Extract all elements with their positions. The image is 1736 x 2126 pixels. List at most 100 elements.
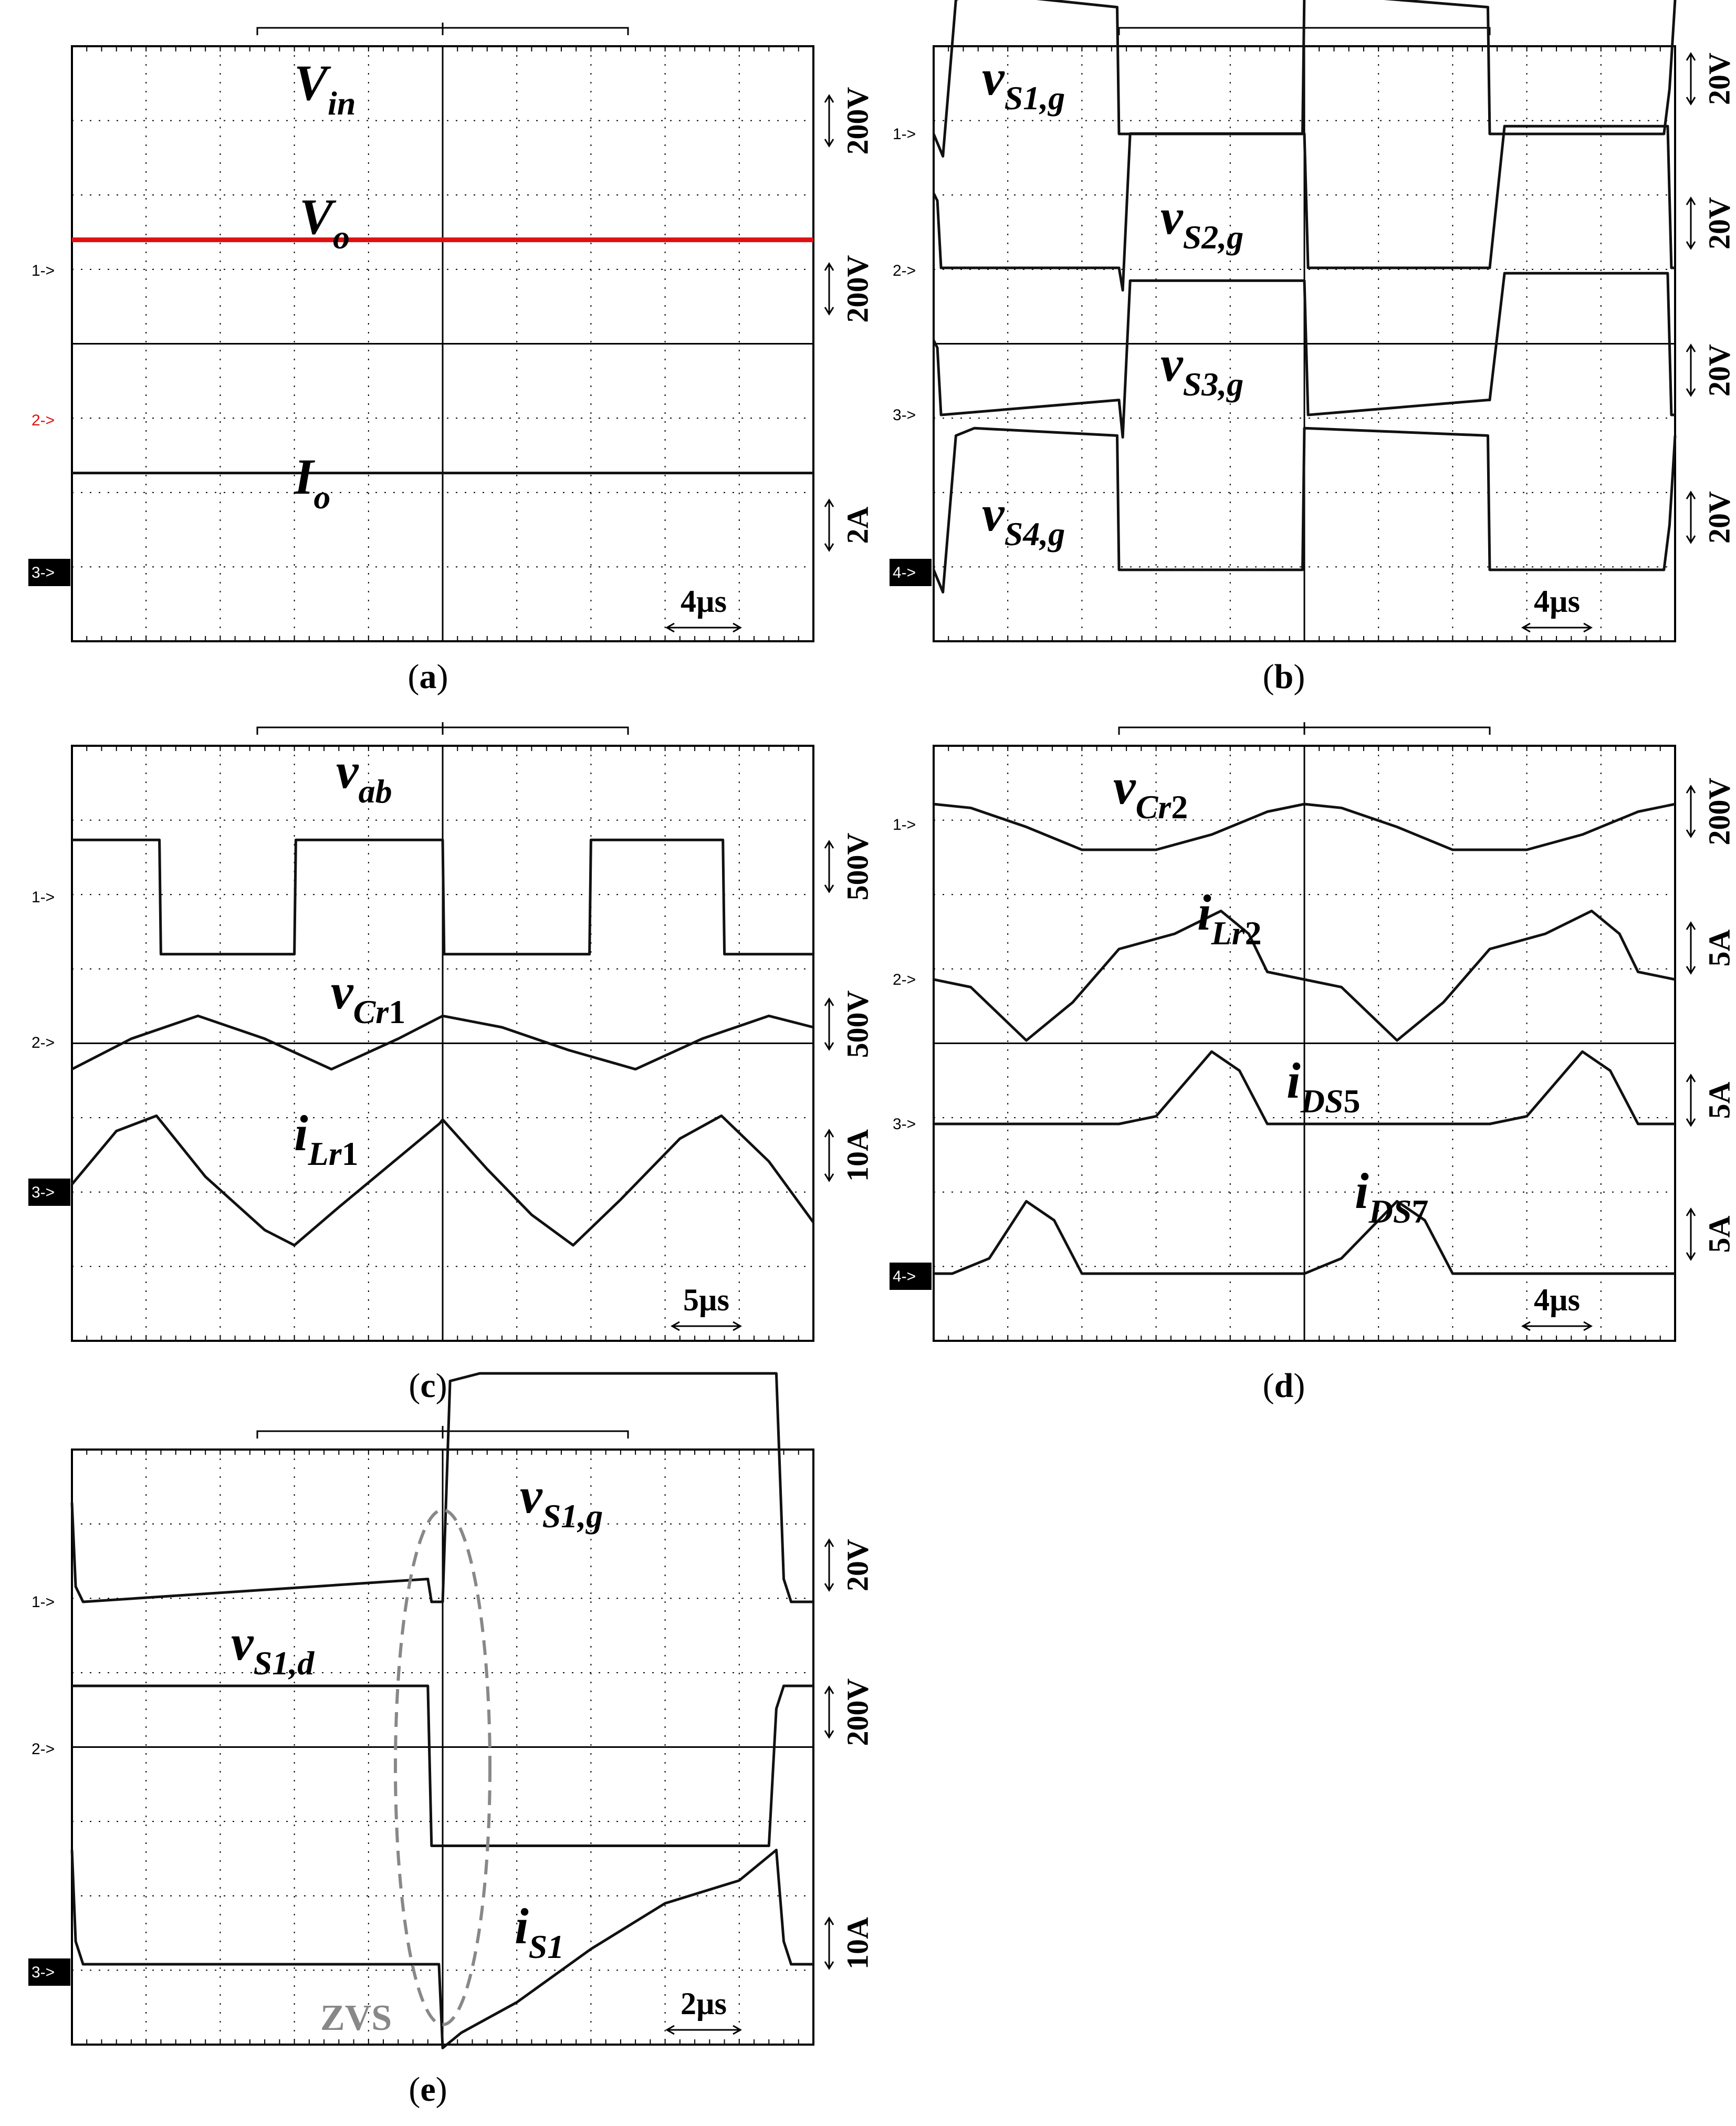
trace-label-suffix: 2 <box>1245 914 1262 952</box>
trace-label-suffix: 5 <box>1343 1082 1360 1120</box>
trace-label-main: v <box>982 485 1005 541</box>
channel-marker: 1-> <box>32 1593 55 1611</box>
channel-marker: 2-> <box>893 971 916 988</box>
channel-marker: 3-> <box>32 564 55 581</box>
trace-label: vS2,g <box>1160 189 1243 256</box>
trace-label-main: v <box>331 963 354 1019</box>
scale-label: 5A <box>1702 929 1736 966</box>
scale-arrow-heads <box>1686 1074 1696 1127</box>
caption-close-paren: ) <box>437 658 448 696</box>
scale-label: 20V <box>1702 344 1736 397</box>
time-scale-label: 2µs <box>681 1986 727 2021</box>
channel-marker: 3-> <box>32 1964 55 1981</box>
caption-letter: e <box>420 2070 435 2109</box>
caption-letter: c <box>420 1367 435 1405</box>
trace-label: iDS7 <box>1355 1163 1428 1230</box>
trace-vs4g <box>932 426 1677 594</box>
trace-ilr1 <box>71 1114 815 1247</box>
scale-arrow-heads <box>824 1685 834 1739</box>
trace-label-sub: o <box>313 478 330 516</box>
ground-marker-box <box>890 1263 932 1290</box>
scale-arrow-heads <box>824 840 834 893</box>
scale-label: 10A <box>840 1917 874 1969</box>
time-scale-arrow-heads <box>665 2025 742 2035</box>
trace-label-main: v <box>1160 189 1184 245</box>
scale-arrow-heads <box>824 1916 834 1970</box>
ground-marker-box <box>28 1958 70 1986</box>
trace-is1 <box>70 1849 813 2049</box>
scale-label: 2A <box>840 506 874 544</box>
trace-label-sub: S3,g <box>1183 366 1244 403</box>
channel-marker: 4-> <box>893 1268 916 1285</box>
channel-marker: 2-> <box>32 1741 55 1758</box>
zvs-region-ellipse <box>394 1508 491 2026</box>
panel-caption: (c) <box>409 1367 447 1405</box>
trace-label: vCr1 <box>331 963 405 1030</box>
scale-label: 200V <box>840 1678 874 1746</box>
scale-arrow-heads <box>824 1129 834 1182</box>
trace-label-sub: S1 <box>529 1928 564 1965</box>
channel-marker: 3-> <box>893 1116 916 1133</box>
caption-close-paren: ) <box>1293 658 1305 696</box>
trace-label: vCr2 <box>1113 758 1188 826</box>
trace-label-sub: Cr <box>1136 788 1172 826</box>
channel-marker: 3-> <box>32 1184 55 1201</box>
scale-arrow-heads <box>1686 1207 1696 1261</box>
scale-arrow-heads <box>824 262 834 316</box>
ground-marker-box <box>890 559 932 586</box>
scale-arrow-heads <box>1686 785 1696 838</box>
channel-marker: 1-> <box>32 889 55 906</box>
trace-label-main: v <box>520 1467 543 1524</box>
trace-label-sub: o <box>333 218 350 256</box>
trace-label-main: i <box>294 1105 308 1161</box>
trace-vab <box>72 838 813 956</box>
channel-marker: 1-> <box>893 816 916 833</box>
channel-marker: 2-> <box>893 262 916 279</box>
caption-close-paren: ) <box>436 1367 447 1405</box>
trace-label: Vo <box>299 189 350 256</box>
trace-label-main: v <box>982 49 1005 106</box>
trace-label: vS1,d <box>231 1614 315 1682</box>
trace-ilr2 <box>933 910 1676 1042</box>
trace-label: iDS5 <box>1287 1052 1360 1120</box>
trace-vs2g <box>932 124 1675 292</box>
caption-close-paren: ) <box>436 2070 447 2109</box>
trace-label-main: v <box>1113 758 1136 815</box>
trace-label-sub: S2,g <box>1183 218 1244 256</box>
time-scale-label: 4µs <box>681 584 727 619</box>
trace-ids7 <box>934 1200 1675 1275</box>
trace-vs1d <box>72 1684 813 1847</box>
trace-label-main: I <box>294 449 316 505</box>
caption-letter: d <box>1274 1367 1294 1405</box>
panel-caption: (e) <box>409 2070 447 2109</box>
trace-label-main: v <box>1160 336 1184 392</box>
trace-label-sub: Lr <box>1211 914 1246 952</box>
trace-ids5 <box>934 1050 1675 1125</box>
scale-arrow-heads <box>1686 196 1696 250</box>
zvs-annotation: ZVS <box>320 1998 392 2038</box>
trace-label-main: i <box>1287 1052 1301 1109</box>
time-scale-label: 4µs <box>1534 1283 1580 1317</box>
scale-arrow-heads <box>824 498 834 552</box>
panel-caption: (b) <box>1263 658 1305 696</box>
trace-label: vS3,g <box>1160 336 1243 403</box>
trace-label-suffix: 7 <box>1411 1193 1428 1230</box>
channel-marker: 4-> <box>893 564 916 581</box>
panel-caption: (a) <box>408 658 448 696</box>
trace-label: Io <box>294 449 330 516</box>
traces <box>71 838 815 1247</box>
caption-open-paren: ( <box>409 1367 420 1405</box>
trace-label-suffix: 2 <box>1171 788 1188 826</box>
scale-label: 20V <box>1702 197 1736 249</box>
trace-label-sub: DS <box>1368 1193 1412 1230</box>
trace-label-sub: S4,g <box>1005 515 1065 553</box>
trace-label-main: i <box>515 1898 529 1954</box>
trace-label-sub: S1,d <box>254 1644 315 1682</box>
scope-grid <box>933 746 1676 1341</box>
trace-label: vS1,g <box>520 1467 603 1535</box>
trace-label-sub: Lr <box>308 1135 342 1172</box>
scale-arrow-heads <box>1686 921 1696 975</box>
scale-label: 500V <box>840 832 874 900</box>
